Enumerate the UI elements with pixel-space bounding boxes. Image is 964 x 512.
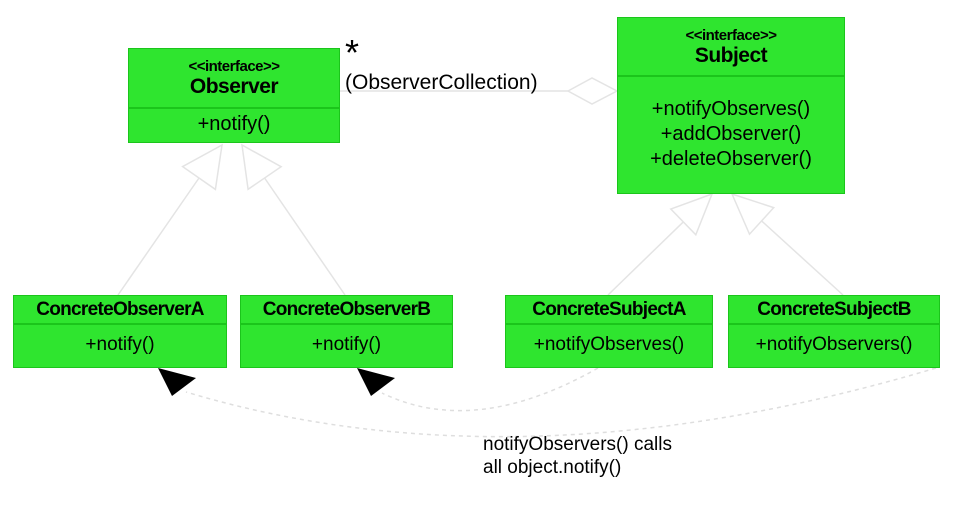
class-subject: <<interface>> Subject +notifyObserves() … — [617, 17, 845, 194]
class-concrete-observer-a-title: ConcreteObserverA — [14, 296, 226, 325]
note-line-1: notifyObservers() calls — [483, 434, 672, 455]
class-observer-name: Observer — [189, 75, 279, 98]
dependency-arrowhead-observer-b — [357, 368, 395, 396]
class-concrete-observer-a-method: +notify() — [85, 334, 155, 355]
class-subject-method: +deleteObserver() — [650, 147, 812, 170]
class-observer-method: +notify() — [197, 113, 271, 135]
generalization-line-observer-b — [263, 177, 346, 296]
dependency-arrowhead-observer-a — [158, 368, 196, 396]
class-concrete-subject-a-title: ConcreteSubjectA — [506, 296, 712, 325]
class-concrete-observer-a-name: ConcreteObserverA — [36, 299, 204, 320]
class-concrete-observer-b-name: ConcreteObserverB — [262, 299, 431, 320]
class-subject-name: Subject — [694, 43, 768, 67]
class-concrete-subject-a: ConcreteSubjectA +notifyObserves() — [505, 295, 713, 368]
generalization-line-observer-a — [117, 177, 200, 296]
class-observer-stereotype: <<interface>> — [188, 58, 280, 75]
class-concrete-observer-b-method: +notify() — [311, 334, 382, 355]
multiplicity-label: * — [345, 32, 360, 73]
dependency-curve-subject-b-to-observer-a — [185, 367, 937, 438]
class-subject-method: +notifyObserves() — [651, 97, 811, 120]
generalization-line-subject-a — [607, 221, 684, 296]
class-concrete-subject-b-name: ConcreteSubjectB — [757, 299, 911, 320]
generalization-arrow-subject-a — [669, 192, 714, 237]
note-text: notifyObservers() calls all object.notif… — [483, 433, 672, 479]
class-concrete-observer-b-title: ConcreteObserverB — [241, 296, 452, 325]
class-concrete-subject-a-name: ConcreteSubjectA — [532, 299, 686, 320]
class-concrete-subject-b: ConcreteSubjectB +notifyObservers() — [728, 295, 940, 368]
class-concrete-subject-a-method: +notifyObserves() — [533, 334, 685, 355]
class-concrete-subject-b-title: ConcreteSubjectB — [729, 296, 939, 325]
observer-collection-label: (ObserverCollection) — [345, 71, 538, 94]
note-line-2: all object.notify() — [483, 457, 622, 478]
class-subject-method: +addObserver() — [660, 122, 802, 145]
aggregation-diamond — [566, 77, 619, 105]
class-observer-title: <<interface>> Observer — [129, 49, 339, 109]
class-subject-stereotype: <<interface>> — [685, 26, 777, 44]
class-concrete-observer-a: ConcreteObserverA +notify() — [13, 295, 227, 368]
generalization-arrow-observer-b — [241, 143, 283, 191]
class-subject-title: <<interface>> Subject — [618, 18, 844, 77]
generalization-line-subject-b — [761, 220, 844, 296]
generalization-arrow-subject-b — [730, 192, 776, 236]
generalization-arrow-observer-a — [181, 143, 223, 191]
dependency-curve-subject-a-to-observer-b — [381, 367, 599, 412]
class-concrete-observer-b: ConcreteObserverB +notify() — [240, 295, 453, 368]
class-concrete-subject-b-method: +notifyObservers() — [755, 334, 913, 355]
class-observer: <<interface>> Observer +notify() — [128, 48, 340, 143]
